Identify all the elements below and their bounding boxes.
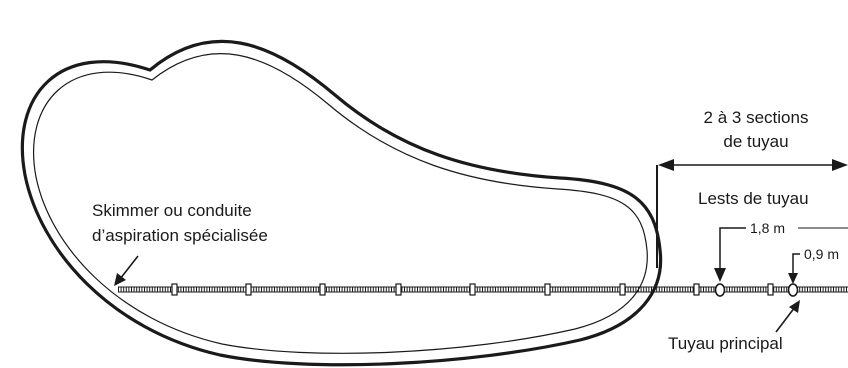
skimmer-arrow-line bbox=[119, 255, 139, 280]
hose-connectors bbox=[171, 283, 774, 296]
sections-arrow-left bbox=[658, 159, 674, 171]
hose-connector bbox=[245, 283, 252, 296]
hose-connector bbox=[619, 283, 626, 296]
distance-a-arrow bbox=[714, 268, 726, 282]
hose-weight bbox=[714, 283, 726, 297]
distance-b-arrow bbox=[788, 273, 798, 284]
main-hose-label: Tuyau principal bbox=[668, 334, 783, 353]
main-hose-arrow-line bbox=[775, 306, 796, 333]
sections-label-line2: de tuyau bbox=[723, 132, 789, 151]
hose-connector bbox=[544, 283, 551, 296]
distance-a-leader bbox=[719, 227, 746, 272]
skimmer-arrow-head bbox=[114, 273, 126, 286]
hose-connector bbox=[319, 283, 326, 296]
pool-inner-wall bbox=[33, 53, 648, 354]
distance-a-label: 1,8 m bbox=[748, 220, 788, 236]
hose-connector bbox=[395, 283, 402, 296]
hose-connector bbox=[171, 283, 178, 296]
hose-connector bbox=[693, 283, 700, 296]
sections-arrow-right bbox=[832, 159, 848, 171]
distance-b-leader bbox=[792, 253, 800, 276]
hose-connector bbox=[767, 283, 774, 296]
distance-b-label: 0,9 m bbox=[802, 246, 842, 262]
skimmer-label-line2: d’aspiration spécialisée bbox=[92, 226, 268, 245]
hose-connector bbox=[469, 283, 476, 296]
hose-weight bbox=[787, 283, 799, 297]
main-hose-arrow-head bbox=[789, 300, 800, 313]
weights-label: Lests de tuyau bbox=[698, 189, 809, 208]
pool-outer-wall bbox=[20, 39, 663, 367]
sections-label-line1: 2 à 3 sections bbox=[703, 108, 809, 127]
skimmer-label-line1: Skimmer ou conduite bbox=[92, 201, 252, 220]
